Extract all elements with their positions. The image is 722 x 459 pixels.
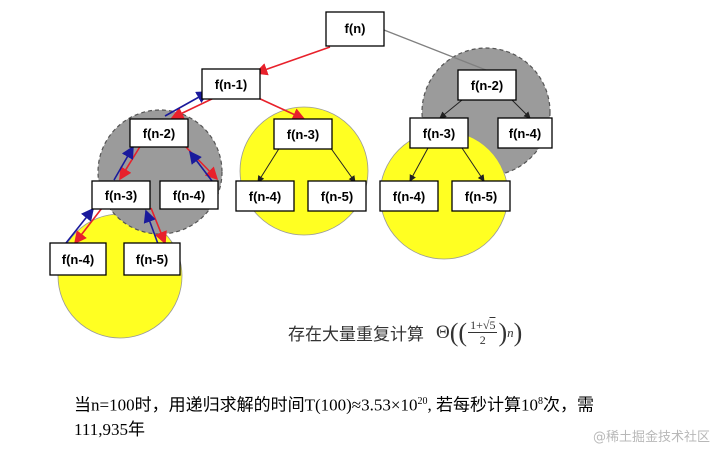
open-paren: ( (449, 317, 459, 347)
complexity-formula: Θ ( ( 1+√5 2 ) n ) (436, 318, 522, 348)
node-f-n-4-right: f(n-4) (379, 180, 439, 212)
node-f-n-3-right: f(n-3) (409, 117, 469, 149)
svg-text:f(n-2): f(n-2) (471, 78, 504, 93)
redundancy-annotation: 存在大量重复计算 Θ ( ( 1+√5 2 ) n ) (288, 318, 522, 348)
node-f-n-4-bottom: f(n-4) (49, 242, 107, 276)
node-f-n-3-middle: f(n-3) (273, 118, 333, 150)
annotation-text: 存在大量重复计算 (288, 325, 424, 345)
svg-text:f(n-4): f(n-4) (509, 126, 542, 141)
edge-n3-n7 (439, 99, 463, 119)
svg-text:f(n): f(n) (345, 21, 366, 36)
edge-n5-n10 (329, 146, 356, 183)
node-f-n-1: f(n-1) (201, 68, 261, 100)
edge-n4-n13 (74, 207, 103, 245)
note-exponent-20: 20 (417, 396, 428, 407)
edge-n1-n2-return (164, 91, 210, 117)
svg-text:f(n-4): f(n-4) (249, 189, 282, 204)
edge-n4-n13-return (65, 207, 94, 244)
svg-text:f(n-4): f(n-4) (173, 188, 206, 203)
svg-text:f(n-5): f(n-5) (321, 189, 354, 204)
svg-text:f(n-1): f(n-1) (215, 77, 248, 92)
edge-n2-n6-return (189, 150, 213, 182)
fraction-denominator: 2 (479, 333, 486, 348)
node-f-n-2-left: f(n-2) (129, 118, 189, 148)
svg-text:f(n-2): f(n-2) (143, 126, 176, 141)
edge-n0-n1 (254, 46, 331, 76)
watermark: @稀土掘金技术社区 (592, 430, 710, 445)
node-f-n-5-bottom: f(n-5) (123, 242, 181, 276)
node-f-n-4-middle: f(n-4) (235, 180, 295, 212)
node-f-n-2-right: f(n-2) (457, 69, 517, 101)
node-f-n-3-leftmost: f(n-3) (91, 180, 151, 210)
close-paren: ) (513, 317, 523, 347)
open-paren-inner: ( (458, 317, 468, 347)
svg-text:f(n-4): f(n-4) (393, 189, 426, 204)
edge-n2-n4 (119, 144, 142, 181)
runtime-note: 当n=100时，用递归求解的时间T(100)≈3.53×1020, 若每秒计算1… (74, 395, 594, 439)
node-f-n: f(n) (325, 11, 385, 47)
theta-symbol: Θ (436, 321, 450, 343)
svg-text:f(n-5): f(n-5) (465, 189, 498, 204)
edge-n5-n9 (257, 146, 281, 183)
fraction-numerator: 1+√5 (468, 318, 498, 334)
edge-n4-n14-return (143, 209, 159, 245)
edge-n0-n3 (383, 29, 487, 71)
close-paren-inner: ) (498, 317, 508, 347)
edge-n7-n11 (409, 147, 429, 182)
formula-exponent: n (507, 324, 514, 340)
svg-text:f(n-3): f(n-3) (105, 188, 138, 203)
node-f-n-5-middle: f(n-5) (307, 180, 367, 212)
node-f-n-4-gray-left: f(n-4) (159, 180, 219, 210)
edge-n2-n4-return (113, 145, 134, 181)
node-f-n-5-right: f(n-5) (451, 180, 511, 212)
golden-ratio-fraction: 1+√5 2 (468, 318, 498, 348)
node-f-n-4-gray-right: f(n-4) (497, 117, 553, 149)
svg-text:f(n-4): f(n-4) (62, 252, 95, 267)
note-exponent-8: 8 (537, 396, 543, 407)
svg-text:f(n-3): f(n-3) (287, 127, 320, 142)
svg-text:f(n-5): f(n-5) (136, 252, 169, 267)
edge-n7-n12 (461, 147, 485, 182)
edge-n1-n5 (255, 96, 306, 121)
edge-n3-n8 (511, 99, 531, 119)
svg-text:f(n-3): f(n-3) (423, 126, 456, 141)
